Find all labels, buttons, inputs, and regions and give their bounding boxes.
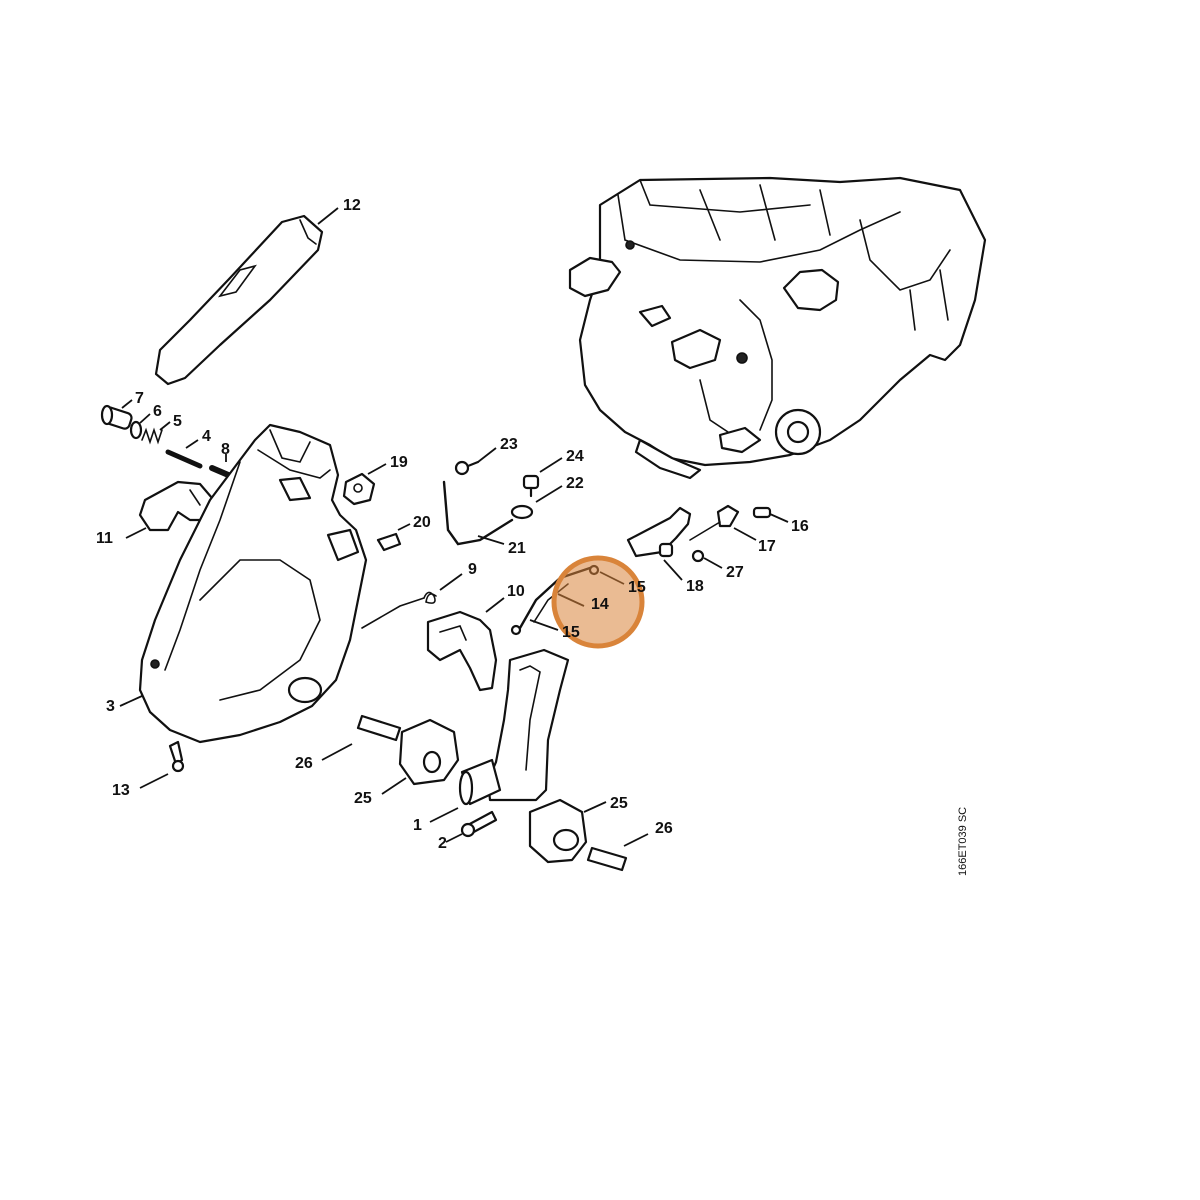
part-4-bolt <box>165 439 203 469</box>
part-1-handle-frame <box>429 648 570 823</box>
part-3-rear-handle <box>119 423 368 744</box>
part-19-bracket <box>342 463 387 506</box>
callout-3: 3 <box>106 698 115 715</box>
callout-22: 22 <box>566 475 584 492</box>
callout-9: 9 <box>468 561 477 578</box>
callout-15-bottom: 15 <box>562 624 580 641</box>
part-27-screw <box>691 549 723 569</box>
callout-12: 12 <box>343 197 361 214</box>
callout-16: 16 <box>791 518 809 535</box>
callout-10: 10 <box>507 583 525 600</box>
callout-7: 7 <box>135 390 144 407</box>
callout-11: 11 <box>96 530 113 547</box>
callout-5: 5 <box>173 413 182 430</box>
callout-labels: 12 7 6 5 4 8 11 19 20 23 24 22 21 9 10 1… <box>96 197 809 852</box>
callout-27: 27 <box>726 564 744 581</box>
part-9-spring <box>361 573 463 629</box>
diagram-code: 166ET039 SC <box>957 807 969 876</box>
callout-13: 13 <box>112 782 130 799</box>
part-18-lever <box>626 506 692 581</box>
part-12-handle-bar <box>154 207 339 386</box>
callout-2: 2 <box>438 835 447 852</box>
callout-25-left: 25 <box>354 790 372 807</box>
callout-19: 19 <box>390 454 408 471</box>
part-10-throttle-trigger <box>426 597 505 692</box>
callout-24: 24 <box>566 448 584 465</box>
callout-15-top: 15 <box>628 579 646 596</box>
callout-1: 1 <box>413 817 422 834</box>
part-13-screw <box>139 740 185 789</box>
callout-14: 14 <box>591 596 609 613</box>
part-25-buffer-left <box>381 718 460 795</box>
callout-8: 8 <box>221 441 230 458</box>
part-23-screw <box>454 447 497 476</box>
part-25-buffer-right <box>528 798 607 864</box>
part-17-plate <box>689 504 757 541</box>
callout-23: 23 <box>500 436 518 453</box>
callout-18: 18 <box>686 578 704 595</box>
part-5-spring <box>141 421 171 445</box>
callout-17: 17 <box>758 538 776 555</box>
callout-26-right: 26 <box>655 820 673 837</box>
part-26-stud-right <box>586 833 649 872</box>
highlight-circle <box>551 555 645 649</box>
callout-26-left: 26 <box>295 755 313 772</box>
part-11-handle-cover <box>125 480 214 539</box>
callout-6: 6 <box>153 403 162 420</box>
part-21-ground-cable <box>442 480 514 546</box>
part-6-washer <box>129 413 151 440</box>
engine-housing <box>568 176 987 480</box>
part-15-clip-bottom <box>529 619 559 631</box>
part-20-screw <box>376 523 411 552</box>
part-7-sleeve <box>100 399 133 430</box>
part-24-screw <box>522 457 563 498</box>
part-16-screw <box>752 506 789 523</box>
part-22-cable-lug <box>510 485 563 520</box>
callout-4: 4 <box>202 428 211 445</box>
callout-20: 20 <box>413 514 431 531</box>
callout-25-right: 25 <box>610 795 628 812</box>
part-2-screw <box>445 810 498 843</box>
callout-21: 21 <box>508 540 526 557</box>
part-26-stud-left <box>321 714 402 761</box>
